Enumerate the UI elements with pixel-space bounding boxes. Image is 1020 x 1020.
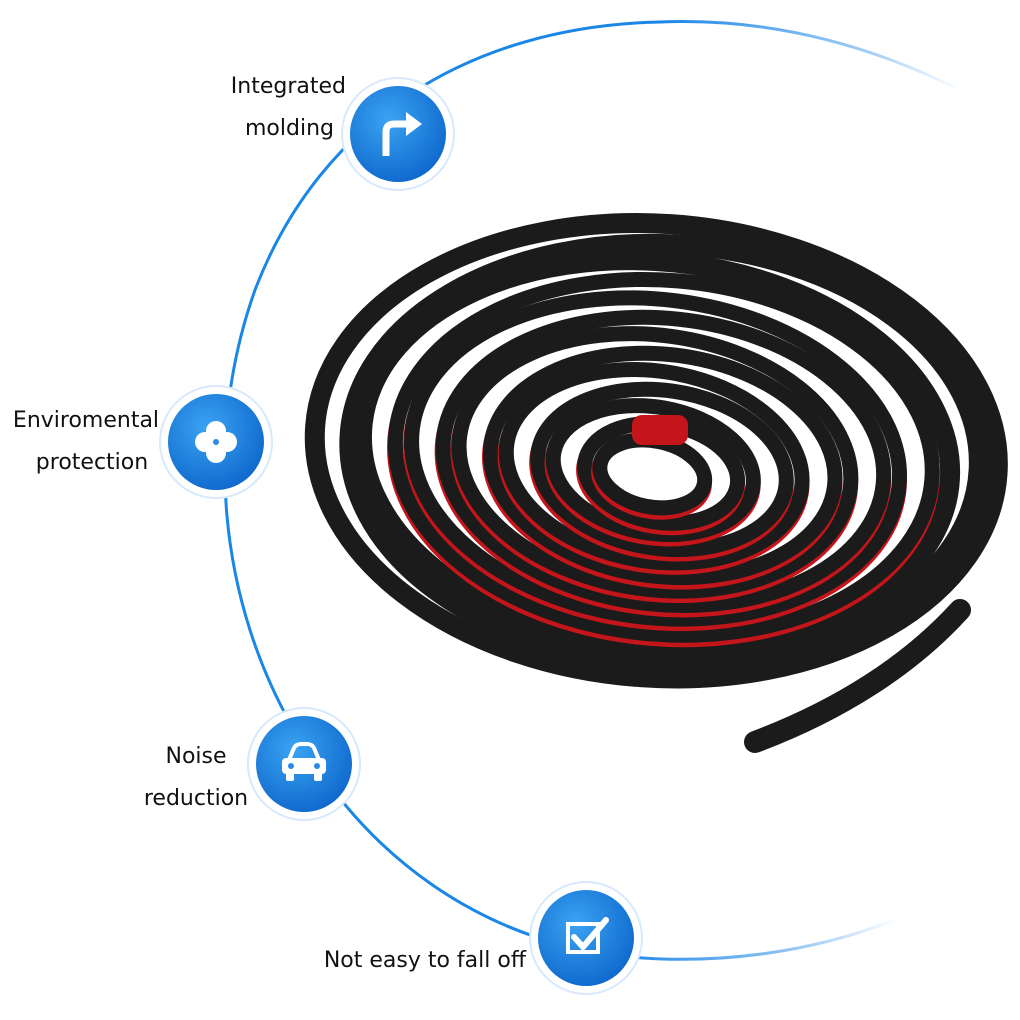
seal-strip-ring [530, 381, 794, 558]
seal-strip-ring [435, 309, 892, 613]
badge-noise-reduction [247, 707, 361, 821]
seal-strip-ring [483, 345, 843, 586]
feature-label-noise-reduction: Noise reduction [136, 736, 256, 820]
seal-strip-ring [339, 233, 989, 673]
feature-label-line: Noise [165, 744, 227, 769]
feature-label-not-easy-to-fall-off: Not easy to fall off [290, 940, 526, 982]
rubber-seal-strip-coil [304, 213, 1008, 753]
seal-strip-ring [545, 398, 761, 543]
turn-right-arrow-icon [382, 112, 422, 156]
feature-label-line: Enviromental [12, 408, 160, 433]
coil-center-tab [632, 415, 688, 445]
clover-icon [195, 421, 237, 463]
seal-strip-ring [404, 290, 907, 627]
feature-label-line: Not easy to fall off [323, 948, 526, 973]
seal-strip-ring [498, 362, 810, 571]
feature-label-integrated-molding: Integrated molding [170, 66, 346, 150]
seal-strip-ring [351, 250, 961, 659]
seal-strip-ring [451, 326, 859, 599]
badge-not-easy-to-fall-off [529, 881, 643, 995]
feature-label-line: Integrated [230, 74, 346, 99]
feature-label-environmental-protection: Enviromental protection [6, 400, 166, 484]
feature-label-line: protection [35, 450, 149, 475]
badge-environmental-protection [159, 385, 273, 499]
seal-strip-ring [304, 213, 1008, 689]
car-icon [282, 742, 326, 781]
seal-strip-tail [744, 599, 971, 753]
seal-strip-ring [387, 271, 940, 643]
feature-label-line: reduction [143, 786, 249, 811]
badge-integrated-molding [341, 77, 455, 191]
checkbox-icon [566, 917, 609, 954]
feature-label-line: molding [245, 116, 334, 141]
